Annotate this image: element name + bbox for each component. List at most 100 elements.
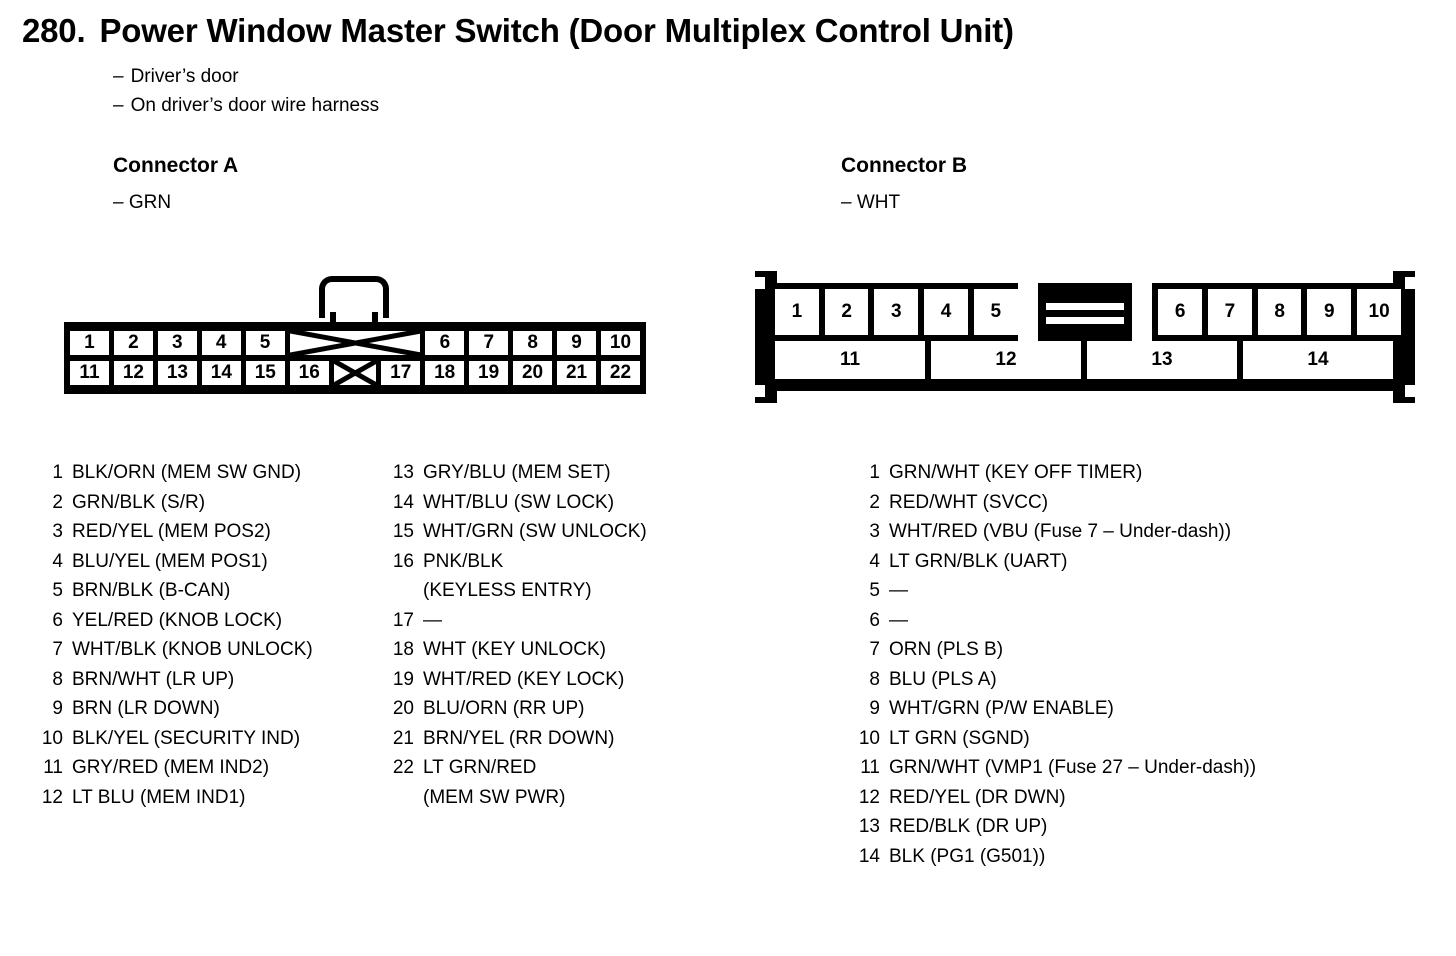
connector-a-pin-row: 14 WHT/BLU (SW LOCK)	[384, 488, 647, 518]
connector-a-pin-number: 5	[52, 580, 63, 601]
connector-a-pin-number: 6	[52, 609, 63, 631]
connector-a-pin-text: BLU/ORN (RR UP)	[423, 698, 585, 719]
connector-a-pin-cell-5: 5	[245, 331, 285, 355]
connector-b-pin-cell-14: 14	[1243, 341, 1393, 379]
connector-b-color: – WHT	[841, 192, 901, 213]
connector-a-pin-text: BLK/ORN (MEM SW GND)	[72, 462, 302, 483]
connector-a-pin-cell-21: 21	[557, 361, 596, 385]
connector-a-pin-cell-9: 9	[557, 331, 597, 355]
connector-b-pin-number: 1	[869, 462, 880, 483]
connector-a-blank-cell	[333, 361, 377, 385]
connector-a-heading: Connector A	[113, 154, 239, 177]
note-2-text: On driver’s door wire harness	[130, 95, 380, 116]
connector-a-pin-text: WHT/BLK (KNOB UNLOCK)	[72, 639, 313, 660]
connector-b-pin-text: BLU (PLS A)	[889, 668, 997, 690]
connector-a-pin-row: 17 —	[384, 606, 647, 636]
connector-b-pin-number: 8	[869, 668, 880, 690]
connector-a-pin-number: 11	[43, 757, 63, 778]
connector-a-pin-number: 4	[52, 550, 63, 572]
connector-b-notch-icon	[1405, 385, 1415, 397]
connector-b-pin-number: 7	[869, 639, 880, 660]
connector-a-pin-cell-14: 14	[201, 361, 241, 385]
connector-a-pin-cell-10: 10	[601, 331, 640, 355]
connector-a-pin-cell-1: 1	[70, 331, 109, 355]
connector-a-pin-row: 15 WHT/GRN (SW UNLOCK)	[384, 517, 647, 547]
connector-b-gap	[1017, 283, 1038, 341]
connector-a-pin-number: 8	[52, 668, 63, 690]
connector-a-pin-text: WHT/BLU (SW LOCK)	[423, 491, 615, 513]
connector-a-pin-cell-8: 8	[513, 331, 553, 355]
connector-a-pin-number: 15	[392, 521, 414, 542]
connector-a-pin-number: 17	[392, 609, 414, 631]
connector-b-pin-cell-5: 5	[973, 289, 1018, 335]
connector-a-pin-text: GRN/BLK (S/R)	[72, 491, 206, 513]
connector-a-pin-cell-13: 13	[157, 361, 197, 385]
connector-a-pin-cell-18: 18	[425, 361, 465, 385]
note-line-2: –On driver’s door wire harness	[113, 95, 379, 117]
connector-a-color: – GRN	[113, 192, 172, 213]
connector-a-pin-text: —	[423, 609, 442, 631]
connector-a-pin-cell-16: 16	[289, 361, 329, 385]
connector-b-pin-text: BLK (PG1 (G501))	[889, 845, 1046, 867]
connector-b-pin-text: GRN/WHT (KEY OFF TIMER)	[889, 462, 1143, 483]
connector-a-pin-text: WHT (KEY UNLOCK)	[423, 639, 606, 660]
connector-a-pin-cell-20: 20	[513, 361, 553, 385]
connector-a-pin-number: 18	[392, 639, 414, 660]
connector-a-pin-row: 18 WHT (KEY UNLOCK)	[384, 635, 647, 665]
connector-a-pin-text: WHT/GRN (SW UNLOCK)	[423, 521, 647, 542]
connector-b-pin-text: LT GRN (SGND)	[889, 727, 1030, 749]
connector-b-pin-text: RED/WHT (SVCC)	[889, 491, 1049, 513]
connector-a-latch-icon	[319, 276, 389, 318]
bullet-dash-icon: –	[113, 95, 124, 116]
connector-b-pin-row: 8 BLU (PLS A)	[850, 665, 1256, 695]
connector-b-pin-cell-6: 6	[1158, 289, 1202, 335]
connector-b-pin-cell-11: 11	[775, 341, 925, 379]
connector-b-pin-number: 14	[858, 845, 880, 867]
connector-b-pin-text: WHT/RED (VBU (Fuse 7 – Under-dash))	[889, 521, 1232, 542]
connector-b-pin-number: 2	[869, 491, 880, 513]
connector-b-pin-cell-8: 8	[1257, 289, 1302, 335]
keyway-slot	[1045, 303, 1125, 310]
connector-a-pin-number: 14	[392, 491, 414, 513]
connector-b-pin-cell-1: 1	[775, 289, 819, 335]
connector-a-pin-cell-7: 7	[469, 331, 509, 355]
connector-a-pin-number: 22	[392, 757, 414, 778]
connector-a-pin-continuation: (KEYLESS ENTRY)	[423, 580, 592, 601]
connector-b-pin-text: —	[889, 609, 908, 631]
connector-b-pin-number: 13	[858, 816, 880, 837]
connector-a-blank-cell	[289, 331, 421, 355]
connector-b-pin-cell-2: 2	[824, 289, 869, 335]
connector-b-pin-text: —	[889, 580, 908, 601]
connector-a-pin-cell-17: 17	[381, 361, 421, 385]
connector-a-pin-number: 2	[52, 491, 63, 513]
connector-a-pin-cell-6: 6	[425, 331, 465, 355]
connector-a-pin-cell-19: 19	[469, 361, 509, 385]
connector-b-pin-number: 11	[860, 757, 880, 778]
connector-a-pin-cell-2: 2	[113, 331, 153, 355]
connector-a-pin-continuation: (MEM SW PWR)	[423, 786, 566, 808]
connector-a-pin-number: 13	[392, 462, 414, 483]
connector-a-pin-row: 2 GRN/BLK (S/R)	[33, 488, 313, 518]
